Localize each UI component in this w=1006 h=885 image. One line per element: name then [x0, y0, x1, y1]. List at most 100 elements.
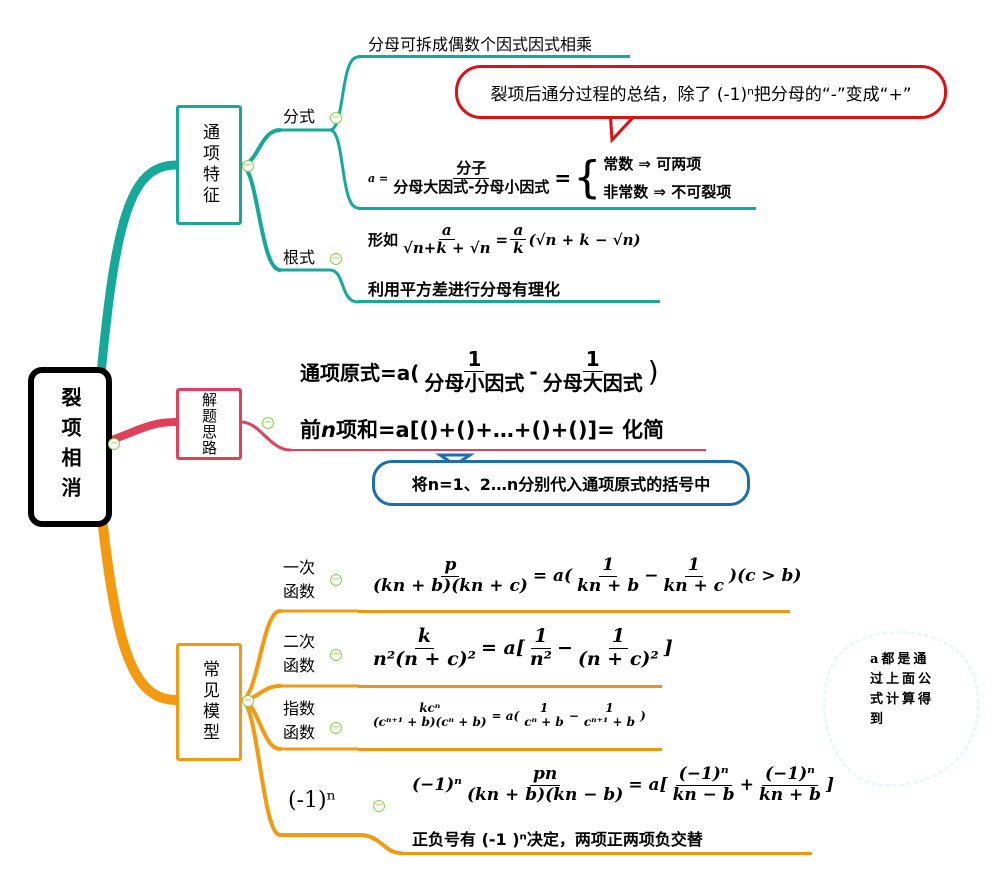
- denominator: √n+k + √n: [403, 239, 491, 258]
- underline: [358, 300, 660, 303]
- formula-part: −: [644, 566, 659, 587]
- formula-part: = a(: [491, 708, 520, 723]
- node-models[interactable]: 常见模型: [176, 643, 242, 761]
- denominator: 分母大因式: [542, 371, 643, 395]
- callout-text: 将n=1、2…n分别代入通项原式的括号中: [411, 475, 711, 494]
- formula-part: =: [554, 166, 572, 190]
- denominator: (cⁿ⁺¹ + b)(cⁿ + b): [373, 714, 487, 729]
- formula-part: 形如: [368, 231, 399, 250]
- underline: [358, 685, 662, 688]
- branch-general: [95, 160, 181, 390]
- radical-note: 利用平方差进行分母有理化: [368, 280, 561, 299]
- formula-part: = a(: [532, 566, 573, 587]
- denominator: (n + c)²: [577, 647, 659, 670]
- partial-sum-formula: 前n项和=a[()+()+…+()+()]= 化简: [300, 414, 664, 444]
- collapse-icon[interactable]: −: [330, 112, 342, 124]
- label-part: 一次: [283, 558, 316, 577]
- formula-part: 前: [300, 418, 321, 442]
- label-radical[interactable]: 根式: [283, 248, 316, 267]
- collapse-icon[interactable]: −: [373, 800, 385, 812]
- side-note-cloud: [823, 631, 980, 787]
- collapse-icon[interactable]: −: [330, 574, 342, 586]
- collapse-icon[interactable]: −: [242, 160, 254, 172]
- numerator: 1: [605, 701, 614, 715]
- label-quadratic[interactable]: 二次函数: [283, 630, 315, 678]
- denominator: kn + b: [758, 784, 822, 805]
- numerator: 1: [539, 701, 549, 715]
- numerator: 1: [464, 348, 485, 372]
- underline: [290, 449, 706, 451]
- branch-models: [95, 495, 181, 705]
- denominator: 分母大因式-分母小因式: [393, 177, 550, 196]
- root-node[interactable]: 裂项相消: [28, 367, 112, 527]
- numerator: (−1)ⁿ: [675, 764, 732, 786]
- label-fraction[interactable]: 分式: [283, 107, 316, 126]
- denominator: kn + c: [663, 575, 725, 596]
- formula-part: =: [495, 230, 509, 249]
- formula-part: n: [321, 418, 336, 442]
- numerator: a: [438, 221, 455, 241]
- formula-part: 项和=a[()+()+…+()+()]= 化简: [335, 418, 664, 442]
- case-constant: 常数 ⇒ 可两项: [603, 155, 702, 173]
- numerator: 1: [582, 348, 603, 372]
- denominator: cⁿ + b: [524, 714, 564, 729]
- collapse-icon[interactable]: −: [108, 438, 120, 450]
- callout-text: 裂项后通分过程的总结，除了 (-1)ⁿ把分母的“-”变成“+”: [490, 84, 912, 105]
- formula-part: ): [640, 708, 646, 723]
- node-general-term[interactable]: 通项特征: [176, 105, 242, 225]
- numerator: k: [414, 625, 435, 649]
- alternating-note: 正负号有 (-1 )ⁿ决定，两项正两项负交替: [412, 830, 703, 849]
- numerator: a: [510, 221, 527, 241]
- fraction-note: 分母可拆成偶数个因式因式相乘: [368, 35, 593, 54]
- formula-part: a =: [368, 171, 389, 185]
- denominator: n²: [529, 647, 552, 670]
- underline: [358, 748, 662, 751]
- collapse-icon[interactable]: −: [330, 253, 342, 265]
- formula-part: = a[: [628, 775, 668, 796]
- collapse-icon[interactable]: −: [330, 722, 342, 734]
- label-part: 函数: [283, 723, 316, 742]
- numerator: 1: [599, 555, 618, 577]
- collapse-icon[interactable]: −: [330, 649, 342, 661]
- formula-part: 通项原式=a(: [300, 361, 420, 385]
- collapse-icon[interactable]: −: [242, 695, 254, 707]
- label-linear[interactable]: 一次函数: [283, 556, 315, 604]
- callout-substitute: 将n=1、2…n分别代入通项原式的括号中: [372, 460, 750, 506]
- numerator: 1: [608, 625, 628, 649]
- formula-part: )(c > b): [729, 566, 802, 587]
- label-part: 指数: [283, 699, 316, 718]
- formula-part: ]: [663, 637, 673, 660]
- formula-part: +: [739, 775, 754, 796]
- denominator: (kn + b)(kn + c): [373, 575, 528, 596]
- fraction-formula: a = 分子分母大因式-分母小因式 = { 常数 ⇒ 可两项 非常数 ⇒ 不可裂…: [368, 150, 731, 206]
- collapse-icon[interactable]: −: [262, 417, 274, 429]
- formula-part: −: [568, 708, 579, 723]
- formula-part: (−1)ⁿ: [412, 775, 462, 796]
- numerator: pn: [530, 764, 561, 786]
- side-note: a都是通过上面公式计算得到: [870, 652, 935, 727]
- denominator: kn − b: [672, 784, 735, 805]
- formula-part: ]: [826, 775, 835, 796]
- numerator: p: [441, 555, 460, 577]
- numerator: (−1)ⁿ: [762, 764, 818, 786]
- denominator: n²(n + c)²: [373, 647, 476, 670]
- formula-part: (√n + k − √n): [528, 230, 641, 249]
- callout-summary: 裂项后通分过程的总结，除了 (-1)ⁿ把分母的“-”变成“+”: [455, 65, 947, 119]
- label-exponential[interactable]: 指数函数: [283, 697, 315, 745]
- case-nonconstant: 非常数 ⇒ 不可裂项: [603, 183, 732, 201]
- formula-part: −: [556, 637, 573, 660]
- formula-part: -: [529, 359, 538, 384]
- label-alternating[interactable]: (-1)ⁿ: [288, 788, 337, 813]
- denominator: (kn + b)(kn − b): [466, 784, 624, 805]
- node-approach[interactable]: 解题思路: [176, 388, 242, 460]
- underline: [400, 852, 812, 855]
- formula-part: = a[: [480, 637, 525, 660]
- underline: [358, 207, 756, 210]
- denominator: 分母小因式: [424, 371, 525, 395]
